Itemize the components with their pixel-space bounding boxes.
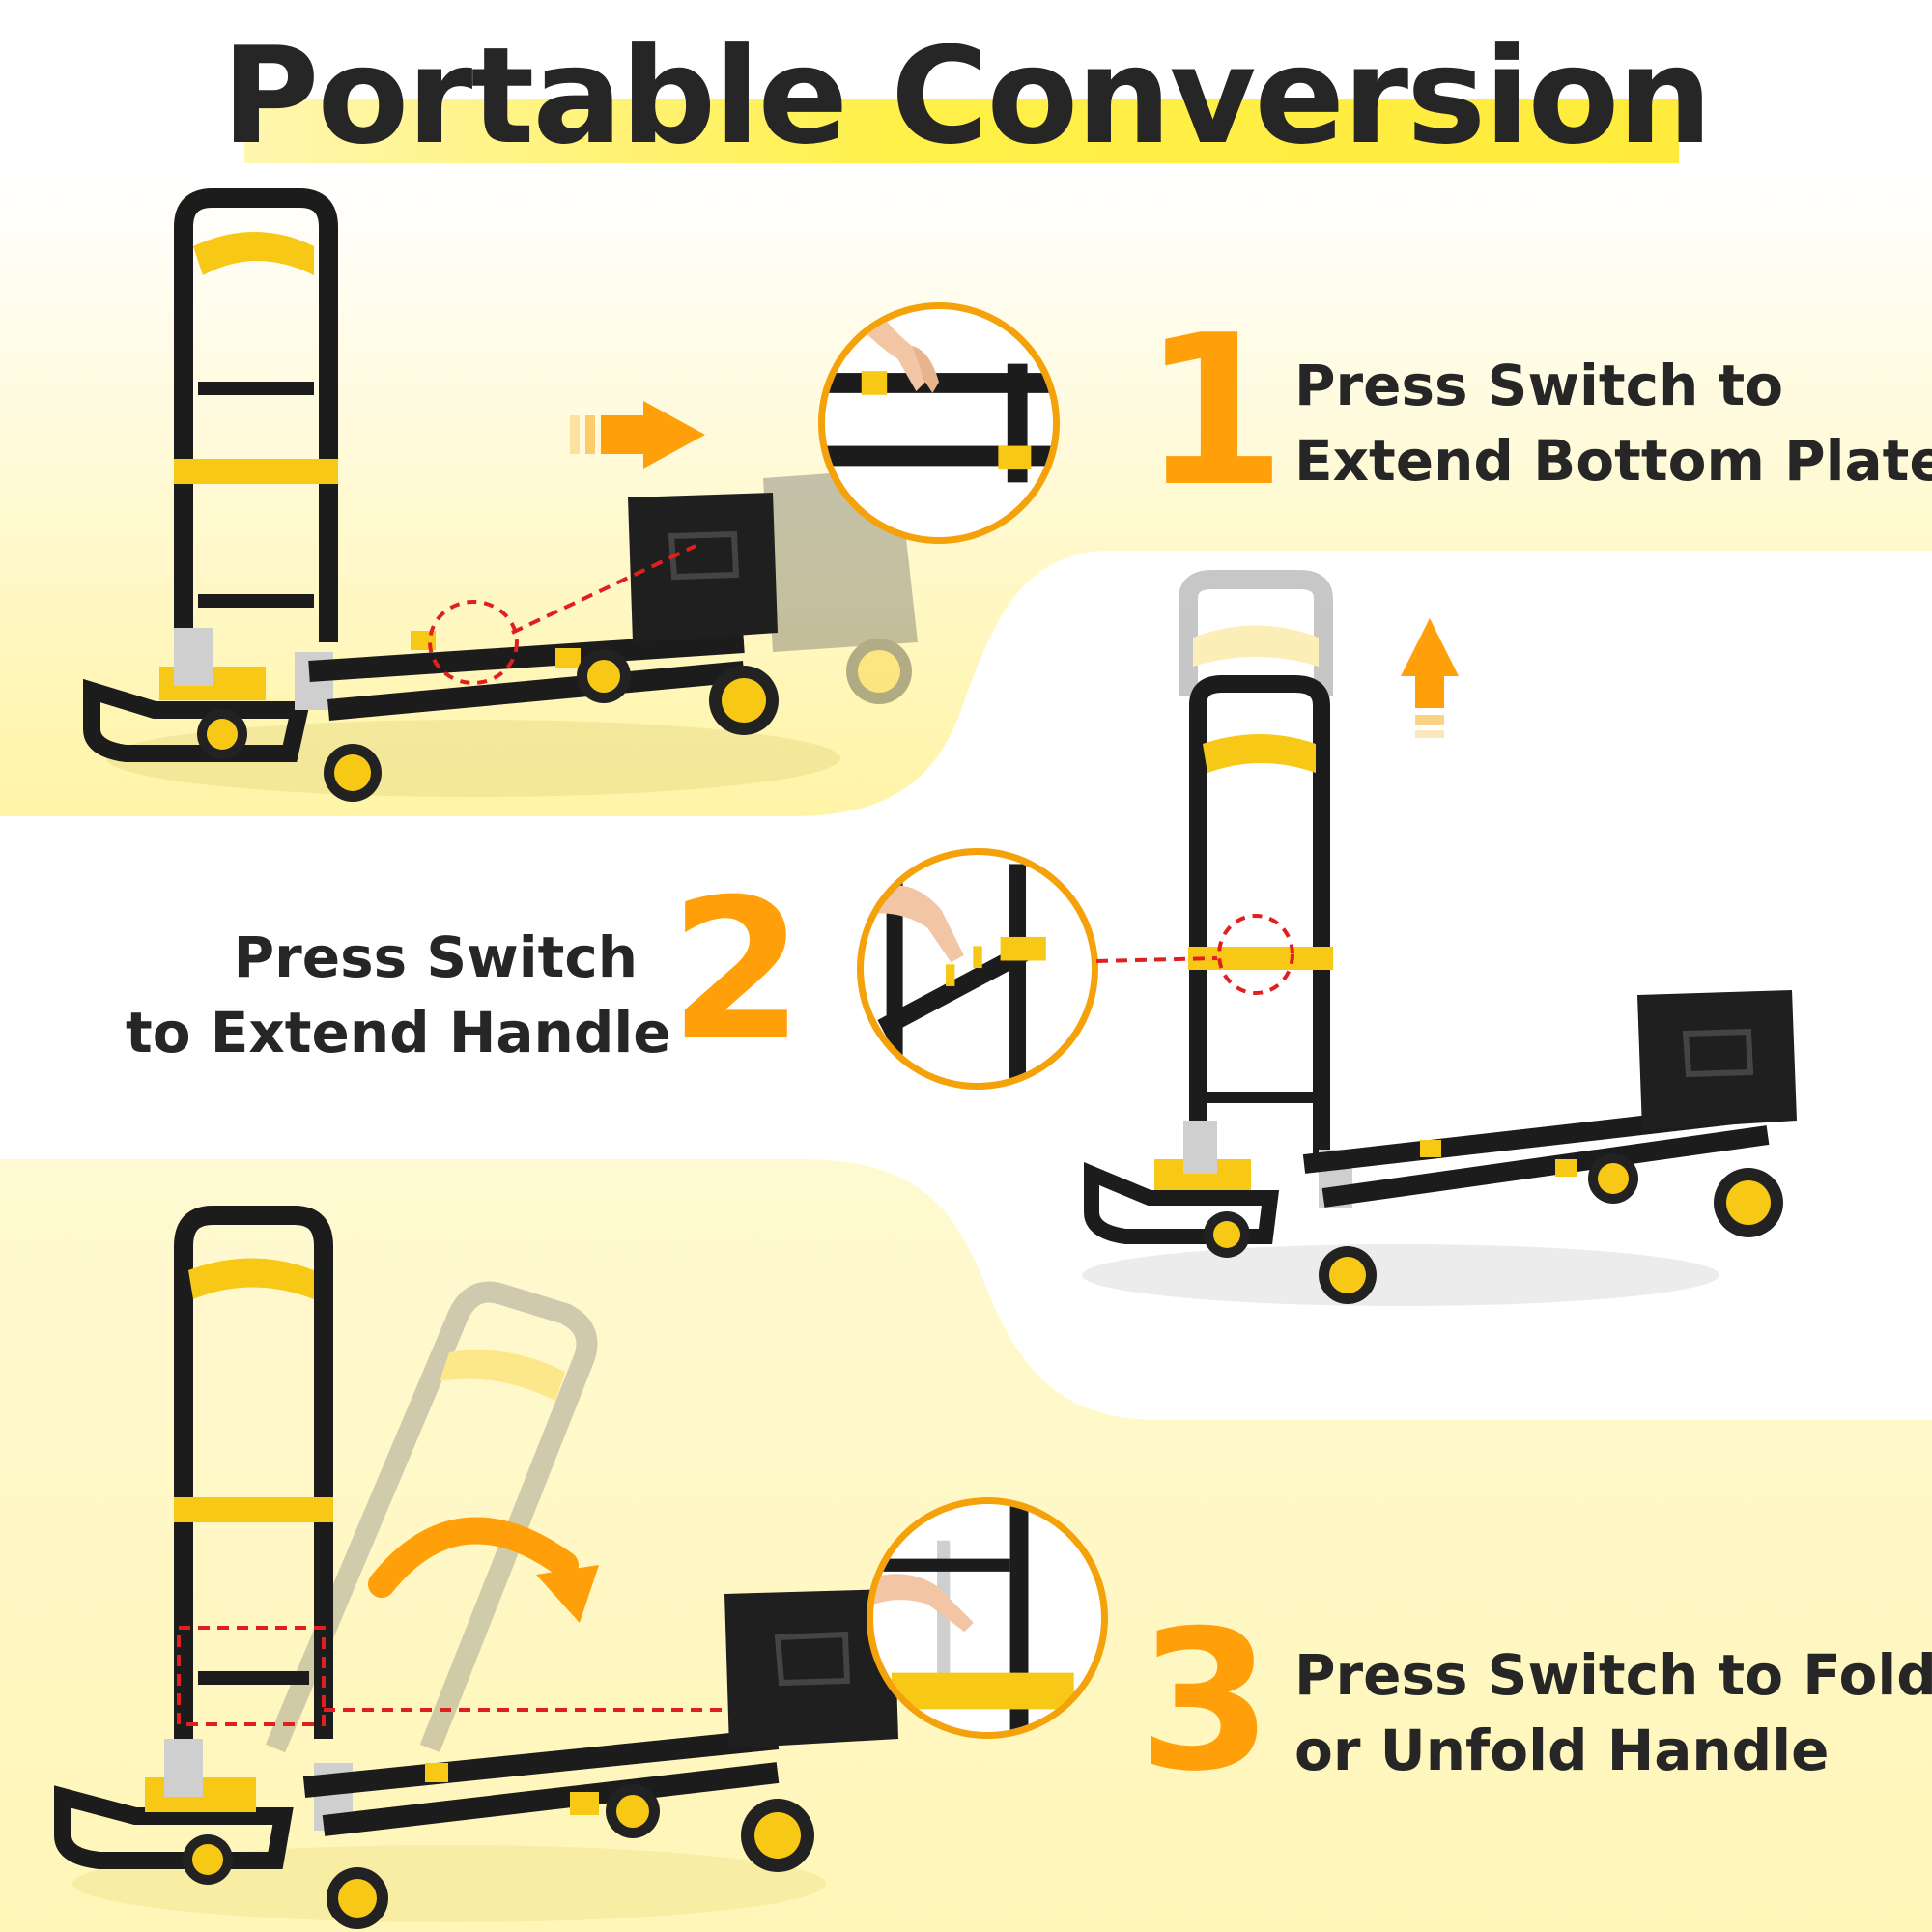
ghost-folding-handle: [265, 1281, 598, 1753]
curved-arrow-icon: [368, 1517, 599, 1623]
step-1-text: Press Switch to Extend Bottom Plate: [1294, 348, 1932, 498]
step-2-text: Press Switch to Extend Handle: [126, 920, 671, 1070]
cart-step-1: [83, 188, 918, 802]
arrow-up-icon: [1401, 618, 1459, 738]
step-1-line-1: Press Switch to: [1294, 353, 1784, 418]
page-title: Portable Conversion: [221, 18, 1712, 174]
step-3-line-2: or Unfold Handle: [1294, 1718, 1830, 1783]
step-2-number: 2: [669, 858, 805, 1083]
step-3-text: Press Switch to Fold or Unfold Handle: [1294, 1637, 1932, 1788]
step-3-number: 3: [1138, 1589, 1273, 1814]
arrow-right-icon: [570, 401, 705, 469]
callout-step-2: [857, 848, 1098, 1090]
cart-step-3: [54, 1206, 903, 1929]
step-2-line-2: to Extend Handle: [126, 1000, 671, 1065]
step-1-line-2: Extend Bottom Plate: [1294, 428, 1932, 494]
step-2-line-1: Press Switch: [233, 924, 638, 990]
ghost-extended-handle: [1179, 570, 1333, 696]
callout-step-3: [867, 1497, 1108, 1739]
step-1-number: 1: [1142, 290, 1287, 532]
callout-step-1: [818, 302, 1060, 544]
title-highlight-bar: [244, 99, 1679, 163]
cart-step-2: [1082, 570, 1797, 1306]
step-3-line-1: Press Switch to Fold: [1294, 1642, 1932, 1708]
